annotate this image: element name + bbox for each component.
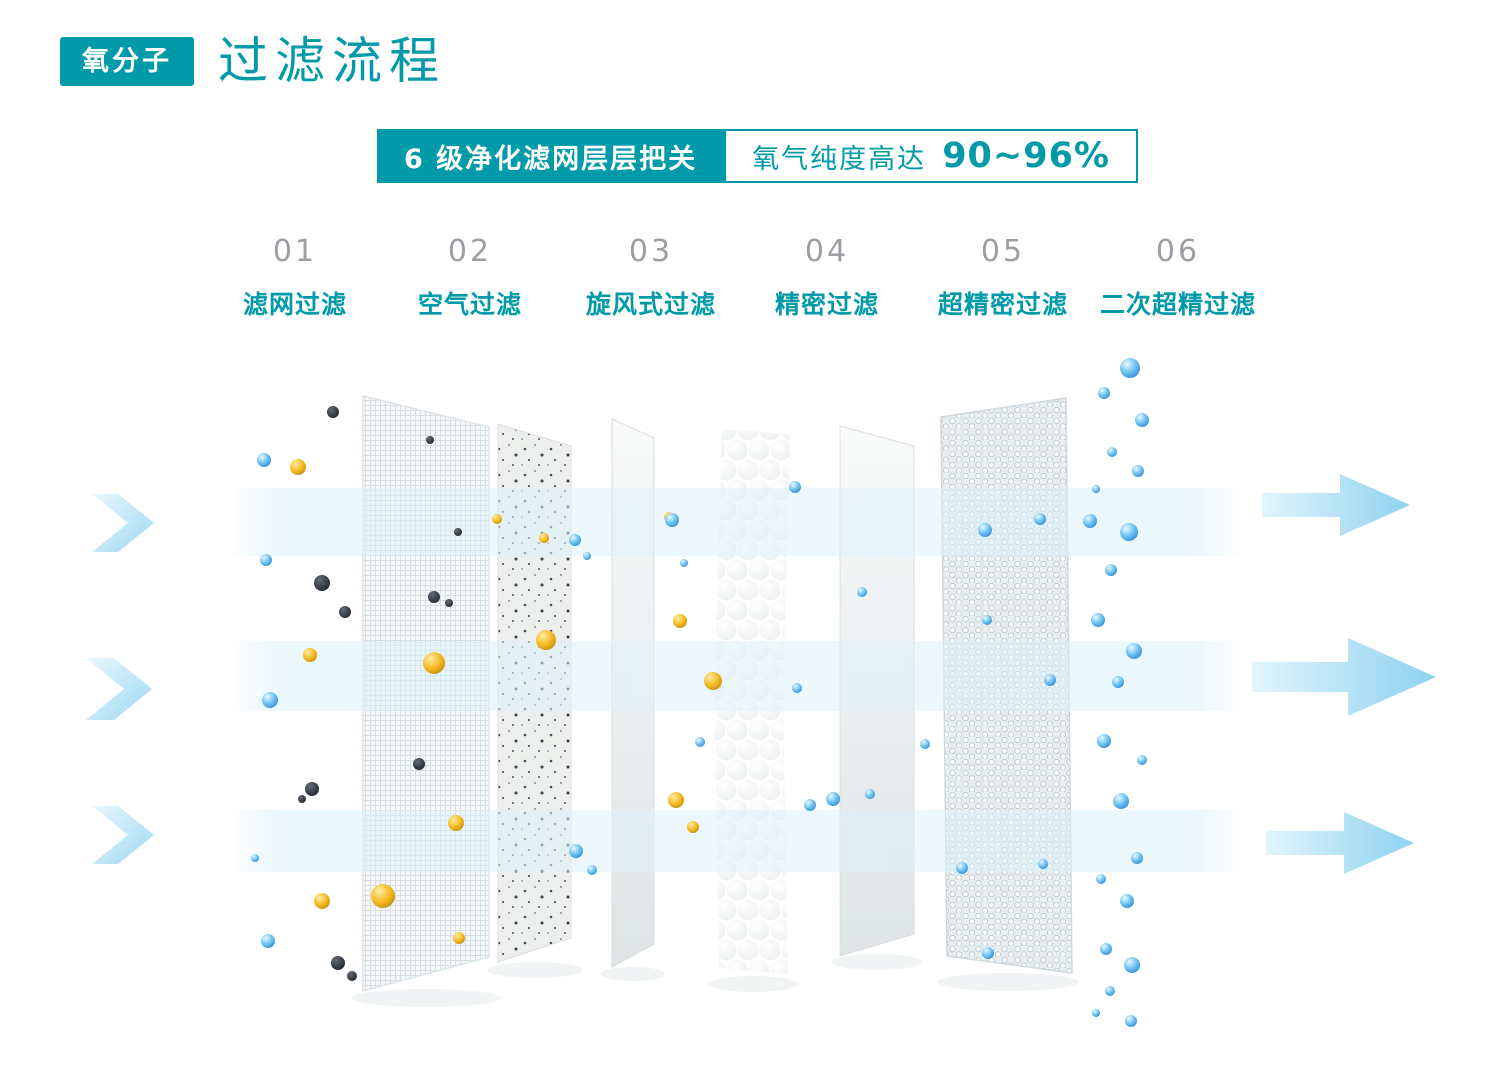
banner-purity: 氧气纯度高达 90~96%	[724, 129, 1138, 183]
stage-5: 05 超精密过滤	[938, 234, 1068, 321]
outflow-arrow-icon	[1262, 474, 1410, 536]
stage-4-number: 04	[804, 234, 850, 269]
purity-value: 90~96%	[942, 136, 1110, 176]
oxygen-bubbles	[251, 358, 1149, 1027]
banner-claim: 6 级净化滤网层层把关	[377, 129, 725, 183]
stage-6-label: 二次超精过滤	[1099, 290, 1257, 319]
inflow-arrow-icon	[92, 494, 154, 552]
page-title: 过滤流程	[218, 32, 446, 90]
stage-4-label: 精密过滤	[774, 290, 880, 319]
purity-label: 氧气纯度高达	[752, 143, 927, 175]
stage-2-number: 02	[447, 234, 493, 269]
outflow-arrows	[1252, 474, 1436, 874]
brand-badge: 氧分子	[60, 36, 194, 86]
stage-6-number: 06	[1155, 234, 1201, 269]
stage-5-number: 05	[980, 234, 1026, 269]
inflow-arrow-icon	[92, 806, 154, 864]
filter-illustration	[86, 358, 1436, 1027]
stage-3: 03 旋风式过滤	[586, 234, 716, 321]
stage-2-label: 空气过滤	[417, 290, 523, 319]
inflow-arrow-icon	[86, 658, 152, 720]
stage-2: 02 空气过滤	[418, 234, 522, 321]
airflow-bands	[228, 488, 1244, 872]
stage-6: 06 二次超精过滤	[1100, 234, 1256, 321]
stage-1: 01 滤网过滤	[243, 234, 347, 321]
stage-3-label: 旋风式过滤	[585, 290, 717, 319]
banner: 6 级净化滤网层层把关 氧气纯度高达 90~96%	[377, 129, 1138, 183]
stage-3-number: 03	[628, 234, 674, 269]
dust-particles	[298, 406, 462, 981]
stage-1-label: 滤网过滤	[242, 290, 348, 319]
stage-1-number: 01	[272, 234, 318, 269]
stage-5-label: 超精密过滤	[937, 290, 1069, 319]
header: 氧分子 过滤流程	[60, 36, 446, 86]
outflow-arrow-icon	[1266, 812, 1414, 874]
outflow-arrow-icon	[1252, 638, 1436, 716]
inflow-arrows	[86, 494, 154, 864]
gold-particles	[290, 459, 722, 944]
stage-4: 04 精密过滤	[775, 234, 879, 321]
